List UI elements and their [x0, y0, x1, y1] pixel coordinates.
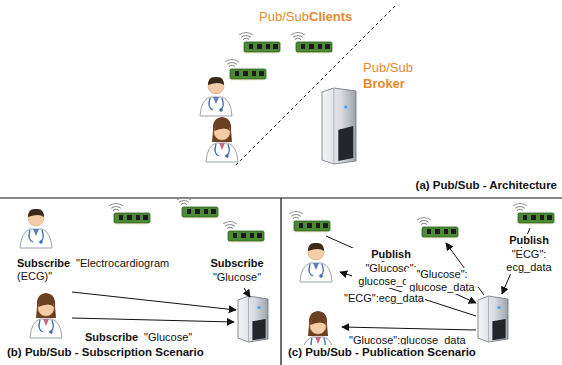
sensor-board: [417, 217, 458, 238]
panel-caption: (c) Pub/Sub - Publication Scenario: [287, 345, 477, 359]
broker-heading: Pub/Sub: [258, 9, 310, 24]
sensor-board: [289, 211, 330, 232]
male-doctor-icon: [300, 243, 332, 282]
broker-server: [478, 296, 508, 342]
message-label: "ECG": ecg_data: [500, 248, 558, 274]
broker-server: [322, 88, 356, 164]
sensor-board: [239, 32, 280, 53]
action-label: Publish: [500, 234, 558, 247]
delivery-arrow: [342, 327, 476, 330]
action-label: Publish: [352, 248, 430, 261]
subscribe-arrow: [244, 288, 250, 297]
panel-caption: (b) Pub/Sub - Subscription Scenario: [6, 345, 205, 359]
topic-label: "Electrocardiogram (ECG)": [16, 257, 190, 283]
broker-heading: Broker: [362, 76, 406, 91]
female-doctor-icon: [206, 117, 238, 162]
broker-server: [238, 296, 268, 342]
male-doctor-icon: [200, 77, 232, 116]
broker-heading: Pub/Sub: [362, 60, 414, 75]
subscribe-arrow: [72, 318, 234, 322]
sensor-board: [225, 59, 266, 80]
male-doctor-icon: [20, 209, 52, 248]
topic-label: "Glucose": [84, 331, 226, 344]
sensor-board: [513, 203, 554, 224]
action-label: Subscribe: [205, 257, 269, 270]
action-label: Subscribe: [16, 257, 71, 270]
sensor-board: [291, 32, 332, 53]
sensor-board: [223, 221, 264, 242]
subscribe-arrow: [72, 292, 236, 310]
panel-caption: (a) Pub/Sub - Architecture: [330, 178, 558, 192]
action-label: Subscribe: [84, 331, 139, 344]
sensor-board: [177, 197, 218, 218]
topic-label: "Glucose": [205, 271, 269, 284]
message-label: "ECG":ecg_data: [343, 292, 425, 305]
broker-heading: Clients: [308, 9, 353, 24]
female-doctor-icon: [30, 293, 62, 338]
message-label: "Glucose": glucose_data: [406, 268, 478, 294]
sensor-board: [109, 203, 150, 224]
panel-divider: [280, 198, 281, 365]
